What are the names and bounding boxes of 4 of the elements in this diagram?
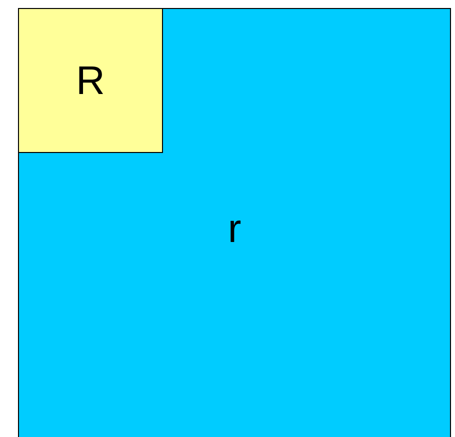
square-region [18,8,451,437]
square-region [18,8,163,153]
region-label: R [76,60,105,100]
region-label: r [228,209,242,249]
